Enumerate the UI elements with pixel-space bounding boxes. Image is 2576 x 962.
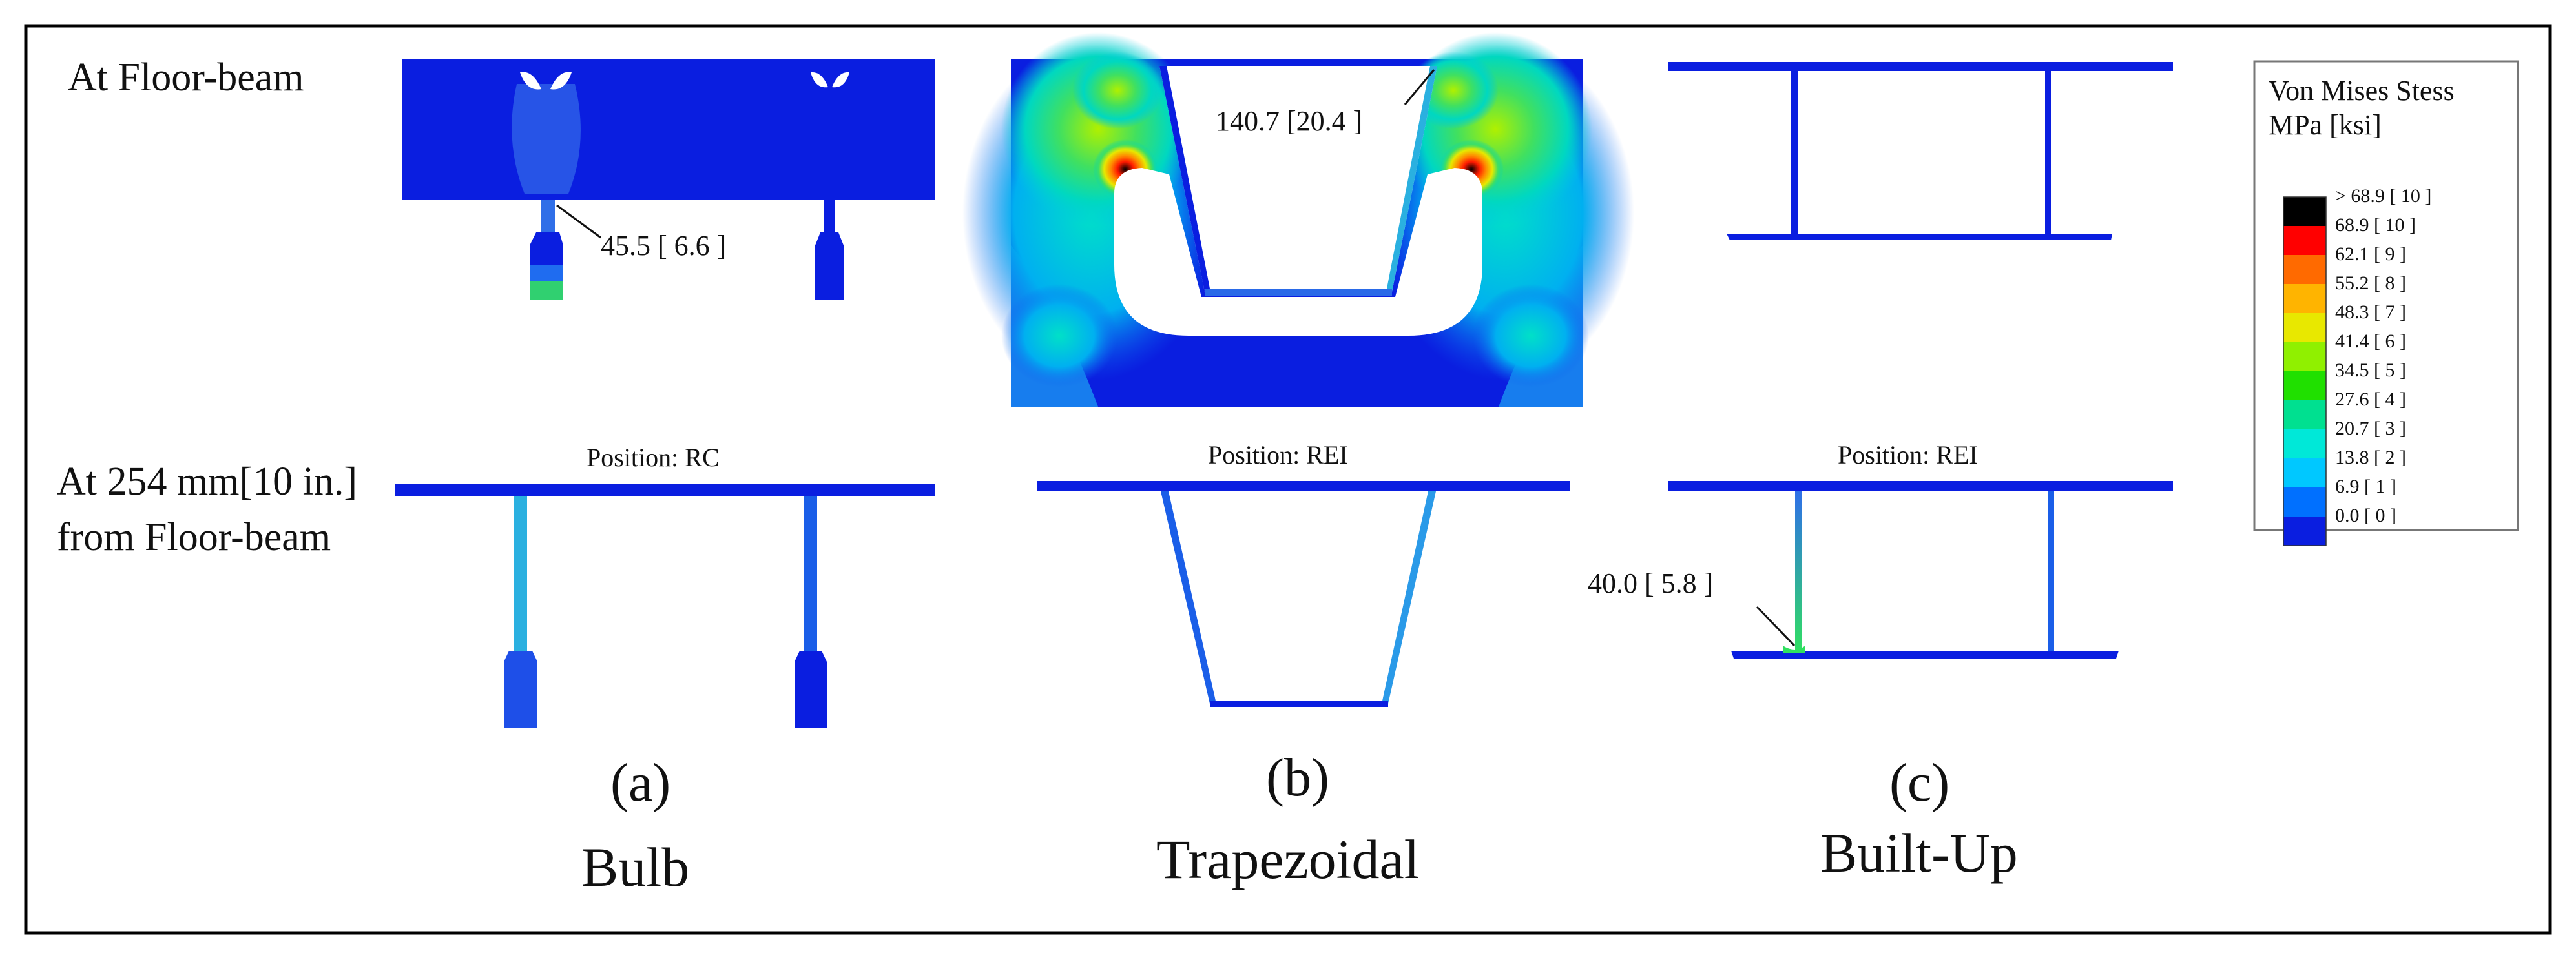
legend-swatch xyxy=(2283,371,2326,400)
legend-swatches xyxy=(2283,196,2327,546)
legend-swatch xyxy=(2283,342,2326,371)
legend-swatch xyxy=(2283,400,2326,429)
legend-labels: > 68.9 [ 10 ] 68.9 [ 10 ] 62.1 [ 9 ] 55.2 [… xyxy=(2335,185,2431,526)
panel-a-top-contour xyxy=(402,59,935,300)
legend-label: 34.5 [ 5 ] xyxy=(2335,360,2406,381)
legend-swatch-outline xyxy=(2283,196,2327,546)
legend-label: 6.9 [ 1 ] xyxy=(2335,476,2396,497)
legend-swatch xyxy=(2283,487,2326,517)
panel-b-letter: (b) xyxy=(1266,748,1329,808)
panel-c-letter: (c) xyxy=(1889,753,1949,813)
callout-c-leader xyxy=(1756,606,1796,647)
legend-swatch xyxy=(2283,255,2326,284)
legend-swatch xyxy=(2283,313,2326,342)
stress-legend: Von Mises Stess MPa [ksi] > 68.9 [ 10 ] 6… xyxy=(2253,60,2519,546)
legend-label: 68.9 [ 10 ] xyxy=(2335,214,2416,236)
position-label-b: Position: REI xyxy=(1208,440,1348,469)
legend-label: 41.4 [ 6 ] xyxy=(2335,331,2406,352)
legend-title-line2: MPa [ksi] xyxy=(2269,109,2382,141)
legend-label: 0.0 [ 0 ] xyxy=(2335,505,2396,526)
panel-c-bottom-contour xyxy=(1668,481,2173,659)
panel-a-letter: (a) xyxy=(610,753,670,813)
legend-label: 27.6 [ 4 ] xyxy=(2335,389,2406,410)
position-label-a: Position: RC xyxy=(587,443,720,472)
legend-swatch xyxy=(2283,458,2326,487)
legend-label: 20.7 [ 3 ] xyxy=(2335,418,2406,439)
panel-b-top-contour xyxy=(962,32,1634,407)
panel-b-bottom-contour xyxy=(1037,481,1570,707)
legend-swatch xyxy=(2283,429,2326,458)
panel-c-top-contour xyxy=(1668,62,2173,240)
callout-b-leader xyxy=(1404,69,1435,105)
row-label-top: At Floor-beam xyxy=(68,56,304,99)
legend-label: 48.3 [ 7 ] xyxy=(2335,302,2406,323)
row-label-bottom-line2: from Floor-beam xyxy=(57,515,331,559)
callout-b-value: 140.7 [20.4 ] xyxy=(1216,105,1362,137)
figure-border xyxy=(24,24,2552,935)
legend-label: > 68.9 [ 10 ] xyxy=(2335,185,2431,207)
legend-label: 62.1 [ 9 ] xyxy=(2335,243,2406,265)
legend-swatch xyxy=(2283,517,2326,546)
callout-a-value: 45.5 [ 6.6 ] xyxy=(601,230,726,261)
legend-swatch xyxy=(2283,284,2326,313)
callout-a-leader xyxy=(556,204,601,239)
legend-swatch xyxy=(2283,226,2326,255)
legend-label: 13.8 [ 2 ] xyxy=(2335,447,2406,468)
legend-swatch xyxy=(2283,197,2326,226)
panel-a-name: Bulb xyxy=(581,836,689,898)
panel-b-name: Trapezoidal xyxy=(1156,828,1420,890)
row-label-bottom-line1: At 254 mm[10 in.] xyxy=(57,460,357,504)
callout-c-value: 40.0 [ 5.8 ] xyxy=(1588,568,1713,599)
legend-label: 55.2 [ 8 ] xyxy=(2335,272,2406,294)
legend-title-line1: Von Mises Stess xyxy=(2269,75,2455,107)
panel-c-name: Built-Up xyxy=(1820,822,2018,884)
panel-a-bottom-contour xyxy=(395,484,935,728)
position-label-c: Position: REI xyxy=(1838,440,1978,469)
